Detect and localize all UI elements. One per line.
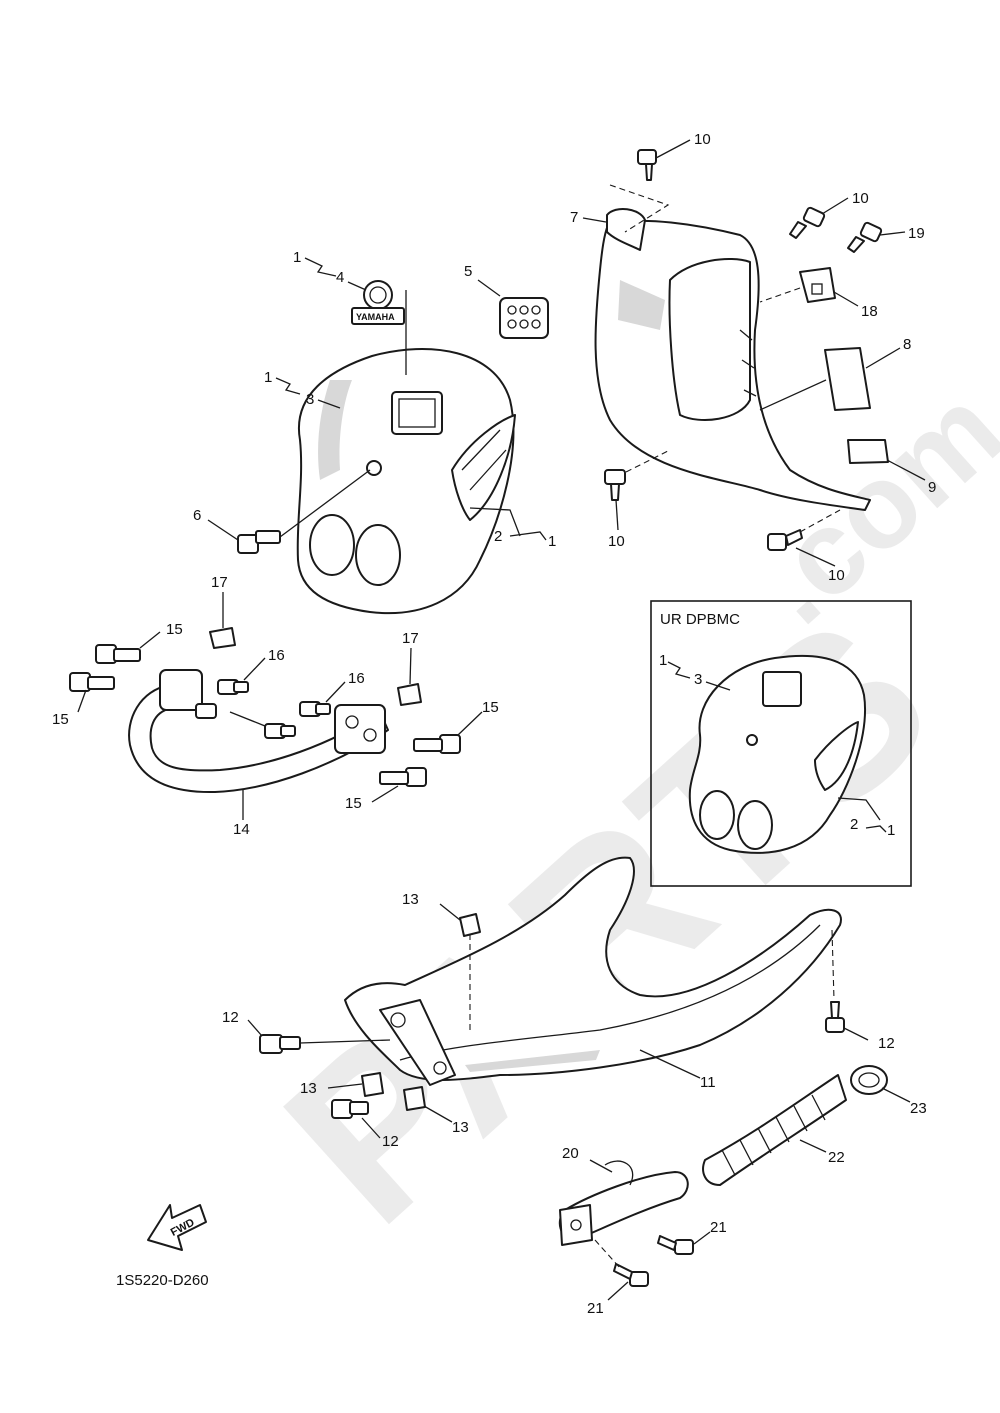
callout-16-a: 16 <box>268 647 285 664</box>
screw-12-left[interactable] <box>259 1034 301 1054</box>
leg-shield[interactable] <box>594 208 871 511</box>
clip-18[interactable] <box>799 267 836 303</box>
front-cover[interactable] <box>296 347 516 615</box>
emblem-text: YAMAHA <box>356 312 395 322</box>
callout-15-left: 15 <box>52 711 69 728</box>
callout-inset-2: 2 <box>850 816 858 833</box>
callout-22: 22 <box>828 1149 845 1166</box>
nut-13-bottom[interactable] <box>403 1086 426 1111</box>
leader-lines <box>77 139 926 1301</box>
collar-16-c[interactable] <box>264 723 296 739</box>
callout-17-right: 17 <box>402 630 419 647</box>
callout-inset-1-right: 1 <box>887 822 895 839</box>
callout-2: 2 <box>494 528 502 545</box>
callout-6: 6 <box>193 507 201 524</box>
label-9[interactable] <box>847 439 889 464</box>
callout-13-bottom: 13 <box>452 1119 469 1136</box>
clamp-23[interactable] <box>850 1065 888 1095</box>
callout-13-left: 13 <box>300 1080 317 1097</box>
grille[interactable] <box>499 297 549 339</box>
bracket-20[interactable] <box>558 1160 689 1246</box>
callout-19: 19 <box>908 225 925 242</box>
callout-1-cover: 1 <box>264 369 272 386</box>
screw-21-a[interactable] <box>657 1235 694 1255</box>
screw-6[interactable] <box>237 530 281 554</box>
callout-12-bottom: 12 <box>382 1133 399 1150</box>
bolt-15-a[interactable] <box>95 644 141 664</box>
yamaha-emblem[interactable]: YAMAHA <box>351 280 405 325</box>
nut-13-top[interactable] <box>459 913 481 937</box>
callout-10-right: 10 <box>828 567 845 584</box>
nut-13-left[interactable] <box>361 1072 384 1097</box>
screw-10-top[interactable] <box>637 149 657 181</box>
screw-10-left[interactable] <box>604 469 626 501</box>
hose-22[interactable] <box>702 1074 847 1186</box>
callout-15-bottom: 15 <box>345 795 362 812</box>
callout-1-emblem: 1 <box>293 249 301 266</box>
cap-17-left[interactable] <box>209 627 236 649</box>
collar-16-d[interactable] <box>195 703 217 719</box>
floor-board[interactable] <box>344 856 842 1086</box>
screw-12-right[interactable] <box>825 1001 845 1033</box>
diagram-code: 1S5220-D260 <box>116 1272 209 1289</box>
callout-3: 3 <box>306 391 314 408</box>
callouts: 10 10 19 7 18 8 9 10 10 1 4 5 1 3 2 1 6 … <box>52 131 936 1317</box>
rack-14[interactable] <box>128 669 389 794</box>
inset-front-cover[interactable] <box>688 654 866 854</box>
bolt-15-d[interactable] <box>379 767 427 787</box>
bolt-15-b[interactable] <box>69 672 115 692</box>
callout-1-main: 1 <box>548 533 556 550</box>
callout-18: 18 <box>861 303 878 320</box>
callout-14: 14 <box>233 821 250 838</box>
callout-10-mid: 10 <box>852 190 869 207</box>
callout-13-top: 13 <box>402 891 419 908</box>
callout-inset-3: 3 <box>694 671 702 688</box>
collar-16-a[interactable] <box>217 679 249 695</box>
callout-5: 5 <box>464 263 472 280</box>
callout-12-right: 12 <box>878 1035 895 1052</box>
screw-21-b[interactable] <box>613 1263 649 1287</box>
callout-4: 4 <box>336 269 344 286</box>
screw-12-bottom[interactable] <box>331 1099 369 1119</box>
callout-10-top: 10 <box>694 131 711 148</box>
callout-inset-1-top: 1 <box>659 652 667 669</box>
screw-19[interactable] <box>847 221 883 253</box>
callout-20: 20 <box>562 1145 579 1162</box>
callout-12-left: 12 <box>222 1009 239 1026</box>
callout-10-left: 10 <box>608 533 625 550</box>
callout-15-top: 15 <box>166 621 183 638</box>
bolt-15-c[interactable] <box>413 734 461 754</box>
callout-16-b: 16 <box>348 670 365 687</box>
screw-10-mid[interactable] <box>789 206 826 239</box>
callout-15-right: 15 <box>482 699 499 716</box>
callout-21-bottom: 21 <box>587 1300 604 1317</box>
screw-10-right[interactable] <box>767 529 803 551</box>
callout-8: 8 <box>903 336 911 353</box>
cap-17-right[interactable] <box>397 683 422 706</box>
pad-8[interactable] <box>824 347 871 411</box>
inset-label: UR DPBMC <box>660 611 740 628</box>
collar-16-b[interactable] <box>299 701 331 717</box>
inset-frame <box>650 600 912 887</box>
callout-23: 23 <box>910 1100 927 1117</box>
callout-7: 7 <box>570 209 578 226</box>
callout-9: 9 <box>928 479 936 496</box>
callout-21-right: 21 <box>710 1219 727 1236</box>
callout-11: 11 <box>700 1074 716 1091</box>
fwd-arrow-icon: FWD <box>147 1204 207 1251</box>
callout-17-left: 17 <box>211 574 228 591</box>
